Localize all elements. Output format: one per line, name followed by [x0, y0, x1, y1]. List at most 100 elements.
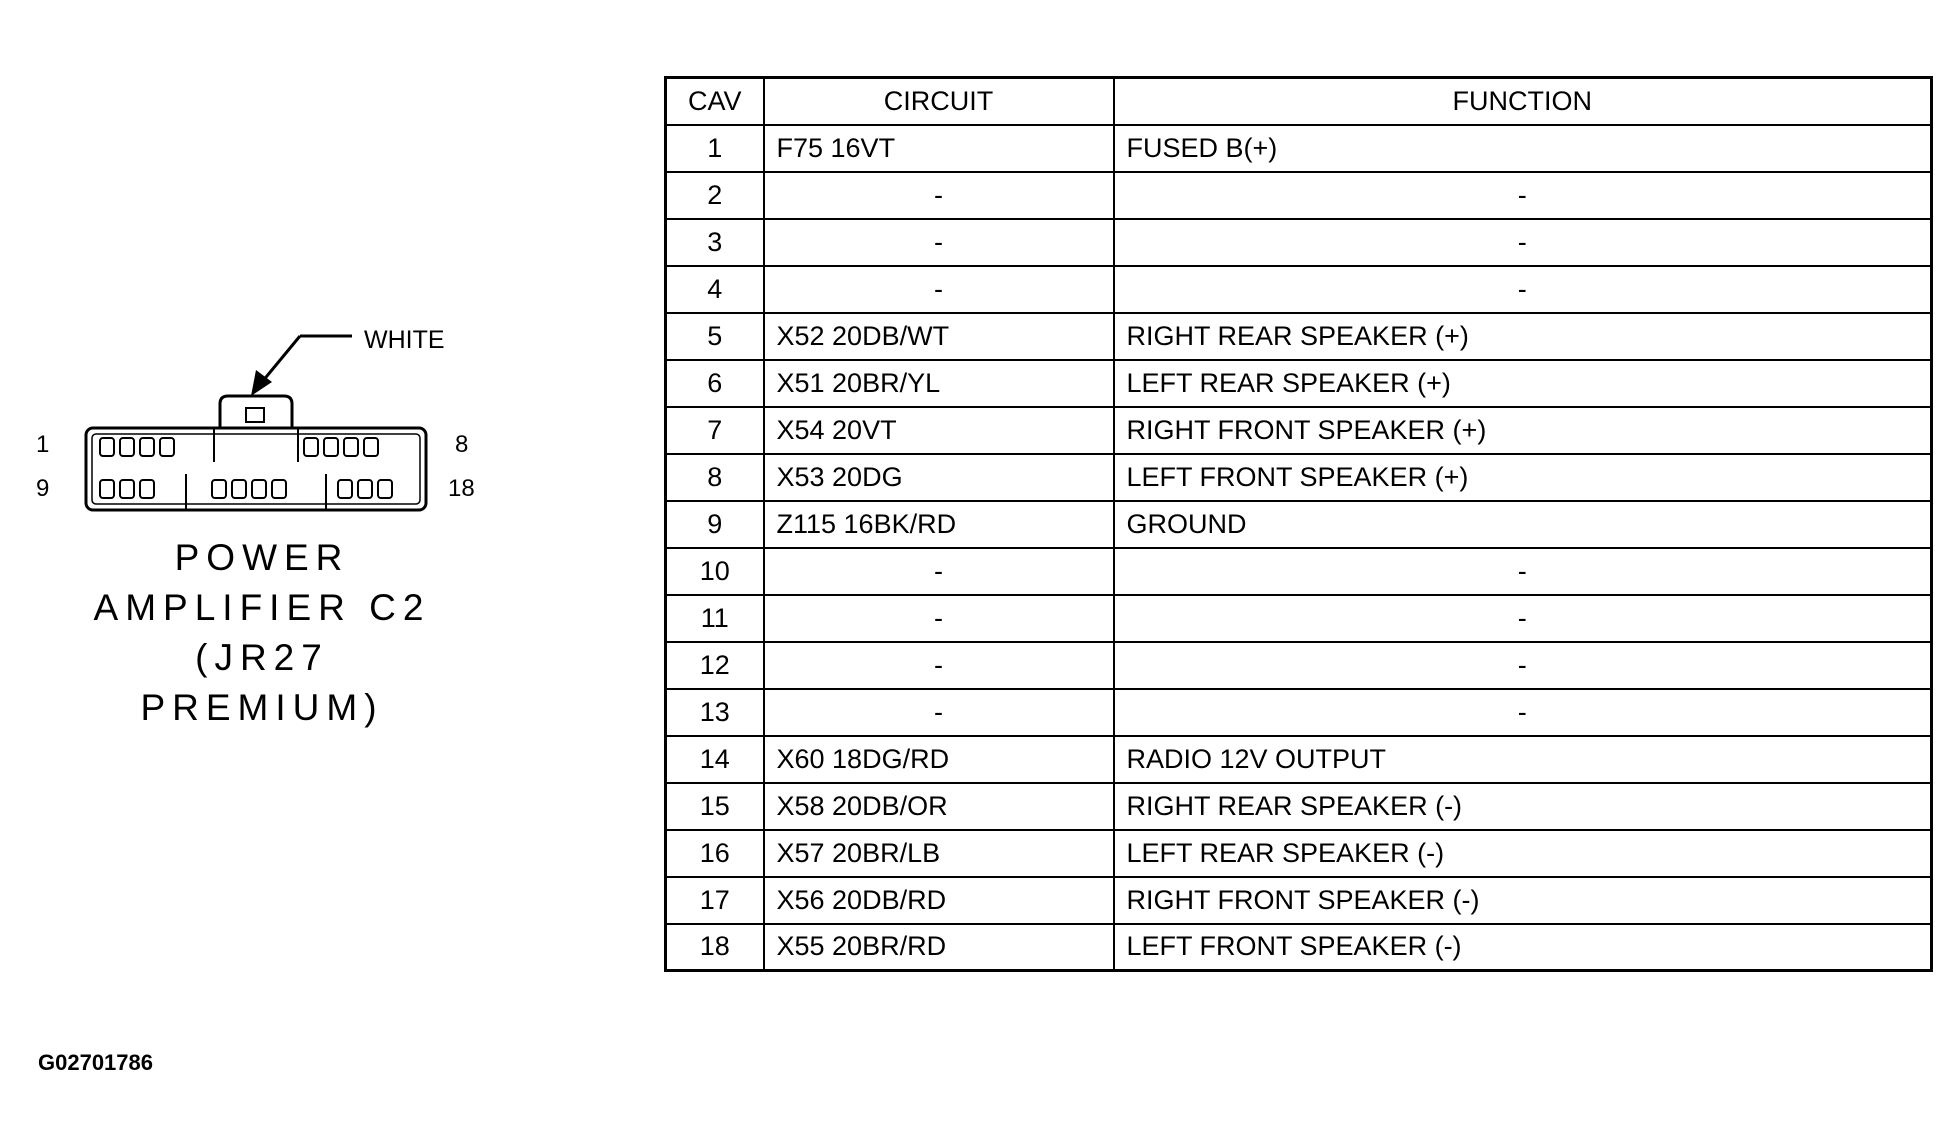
cell-function: RIGHT FRONT SPEAKER (-) — [1112, 875, 1933, 925]
cell-cav: 14 — [664, 734, 765, 784]
cell-function: GROUND — [1112, 499, 1933, 549]
cavity — [377, 479, 393, 499]
cell-circuit: X53 20DG — [762, 452, 1115, 502]
cell-circuit: X60 18DG/RD — [762, 734, 1115, 784]
callout-arrowhead — [251, 370, 272, 396]
cell-circuit: - — [762, 593, 1115, 643]
connector-diagram: WHITE 1 9 8 18 POWER AMPLIFIER C2 (JR27 … — [36, 326, 475, 728]
cell-function: - — [1112, 687, 1933, 737]
cell-circuit: - — [762, 546, 1115, 596]
cell-cav: 9 — [664, 499, 765, 549]
cell-circuit: F75 16VT — [762, 123, 1115, 173]
cavity — [251, 479, 267, 499]
cell-circuit: - — [762, 687, 1115, 737]
cell-function: FUSED B(+) — [1112, 123, 1933, 173]
table-row: 10-- — [664, 546, 1933, 596]
cell-cav: 1 — [664, 123, 765, 173]
cell-function: LEFT REAR SPEAKER (+) — [1112, 358, 1933, 408]
cell-function: - — [1112, 640, 1933, 690]
connector-title-line-4: PREMIUM) — [140, 687, 383, 728]
cavity — [363, 437, 379, 457]
cell-function: - — [1112, 170, 1933, 220]
cell-circuit: X57 20BR/LB — [762, 828, 1115, 878]
cell-cav: 2 — [664, 170, 765, 220]
connector-title-line-2: AMPLIFIER C2 — [94, 587, 431, 628]
cavity — [323, 437, 339, 457]
cell-cav: 12 — [664, 640, 765, 690]
cell-circuit: - — [762, 264, 1115, 314]
cell-function: RADIO 12V OUTPUT — [1112, 734, 1933, 784]
cell-cav: 18 — [664, 922, 765, 972]
table-row: 4-- — [664, 264, 1933, 314]
cell-circuit: X55 20BR/RD — [762, 922, 1115, 972]
cell-circuit: - — [762, 640, 1115, 690]
connector-cavities — [99, 437, 393, 499]
header-cav: CAV — [664, 76, 765, 126]
cavity — [119, 479, 135, 499]
header-function: FUNCTION — [1112, 76, 1933, 126]
cell-cav: 15 — [664, 781, 765, 831]
cell-cav: 5 — [664, 311, 765, 361]
cell-function: - — [1112, 593, 1933, 643]
cell-function: - — [1112, 264, 1933, 314]
cell-cav: 17 — [664, 875, 765, 925]
connector-title-line-1: POWER — [175, 537, 350, 578]
cell-function: LEFT REAR SPEAKER (-) — [1112, 828, 1933, 878]
cell-circuit: X58 20DB/OR — [762, 781, 1115, 831]
cavity — [303, 437, 319, 457]
figure-id: G02701786 — [38, 1050, 153, 1075]
cell-circuit: X54 20VT — [762, 405, 1115, 455]
cavity — [271, 479, 287, 499]
cell-cav: 8 — [664, 452, 765, 502]
cavity — [357, 479, 373, 499]
table-row: 2-- — [664, 170, 1933, 220]
table-row: 3-- — [664, 217, 1933, 267]
cavity — [139, 479, 155, 499]
table-row: 13-- — [664, 687, 1933, 737]
cell-cav: 7 — [664, 405, 765, 455]
cell-cav: 3 — [664, 217, 765, 267]
connector-title-line-3: (JR27 — [195, 637, 329, 678]
cell-circuit: X52 20DB/WT — [762, 311, 1115, 361]
callout-label-white: WHITE — [364, 326, 445, 354]
header-circuit: CIRCUIT — [762, 76, 1115, 126]
cell-cav: 4 — [664, 264, 765, 314]
cavity — [119, 437, 135, 457]
cell-function: LEFT FRONT SPEAKER (+) — [1112, 452, 1933, 502]
callout-arrow — [260, 334, 352, 383]
cavity — [139, 437, 155, 457]
cell-cav: 6 — [664, 358, 765, 408]
cavity — [211, 479, 227, 499]
connector-title: POWER AMPLIFIER C2 (JR27 PREMIUM) — [94, 537, 431, 728]
cavity — [337, 479, 353, 499]
cavity — [159, 437, 175, 457]
cell-circuit: - — [762, 170, 1115, 220]
cavity — [231, 479, 247, 499]
cavity — [343, 437, 359, 457]
cavity — [99, 479, 115, 499]
pin-label-1: 1 — [36, 431, 49, 458]
connector-body — [84, 394, 428, 512]
table-row: 11-- — [664, 593, 1933, 643]
pin-label-9: 9 — [36, 475, 49, 502]
cell-cav: 11 — [664, 593, 765, 643]
cell-circuit: Z115 16BK/RD — [762, 499, 1115, 549]
cavity — [99, 437, 115, 457]
cell-function: - — [1112, 217, 1933, 267]
cell-circuit: - — [762, 217, 1115, 267]
cell-cav: 16 — [664, 828, 765, 878]
table-header-row: CAV CIRCUIT FUNCTION — [664, 76, 1933, 126]
cell-cav: 10 — [664, 546, 765, 596]
